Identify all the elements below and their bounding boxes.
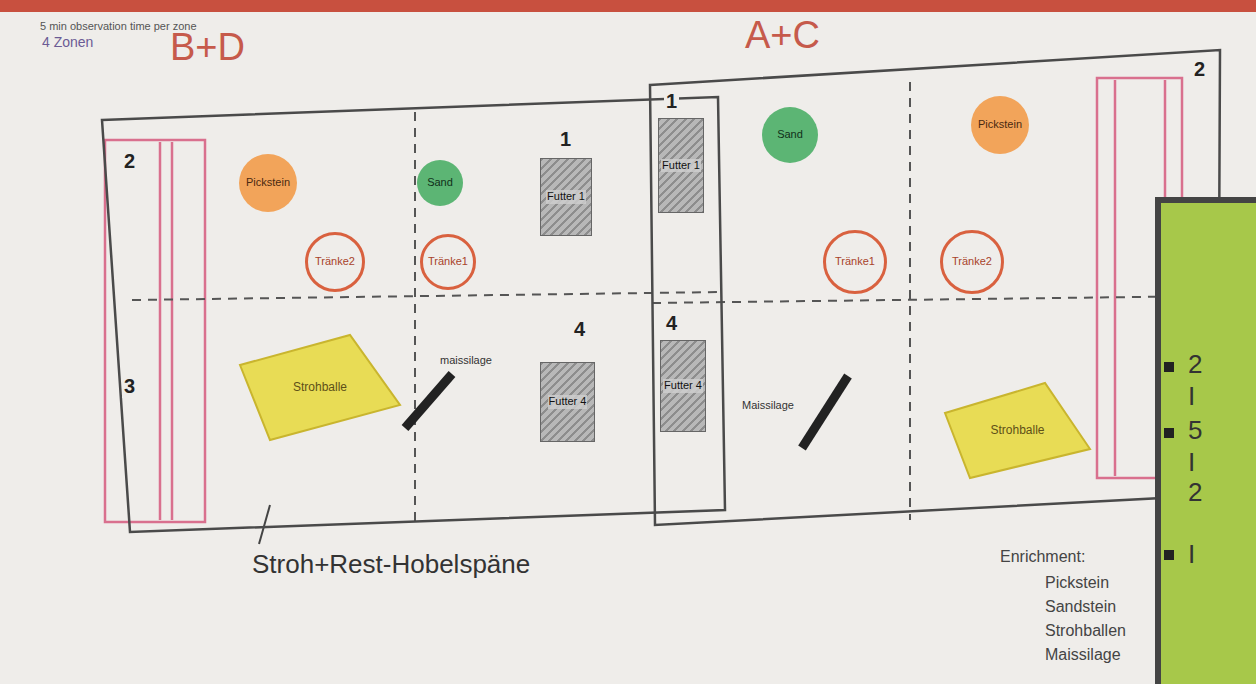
- round-station: Tränke2: [305, 232, 365, 292]
- pen-outline-shape: [648, 48, 1223, 528]
- station-label: Futter 1: [661, 159, 701, 172]
- silage-label: maissilage: [440, 354, 492, 367]
- station-label: Tränke2: [952, 255, 992, 268]
- station-label: Pickstein: [246, 176, 290, 189]
- zone-number: 2: [122, 150, 137, 173]
- station-label: Tränke2: [315, 255, 355, 268]
- enrichment-item: Pickstein: [1045, 574, 1109, 592]
- zone-divider: [132, 82, 1218, 526]
- label-holder: maissilage: [440, 350, 492, 368]
- round-station: Tränke1: [823, 230, 887, 294]
- zone-number: 2: [1192, 58, 1207, 81]
- enrichment-item: Strohballen: [1045, 622, 1126, 640]
- station-label: Futter 1: [546, 190, 586, 203]
- straw-bale: Strohballe: [945, 383, 1090, 478]
- straw-bale: Strohballe: [240, 335, 400, 440]
- label-holder: Maissilage: [742, 395, 794, 413]
- label-holder: 1: [558, 128, 573, 151]
- straw-bale-fill: [945, 383, 1090, 478]
- label-holder: Pickstein: [1045, 574, 1109, 592]
- silage-label: Maissilage: [742, 399, 794, 412]
- label-holder: 2: [122, 150, 137, 173]
- pen-outline: B+DPicksteinSandFutter 1Tränke2Tränke1St…: [100, 95, 727, 535]
- station-label: Strohballe: [293, 380, 347, 394]
- label-holder: 5: [1188, 416, 1202, 446]
- label-holder: 4: [572, 318, 587, 341]
- zone-count-note: 4 Zonen: [42, 34, 93, 50]
- maize-silage-bar: [405, 374, 848, 448]
- enrichment-item: Sandstein: [1045, 598, 1116, 616]
- zone-number: 4: [664, 312, 679, 335]
- label-holder: Sandstein: [1045, 598, 1116, 616]
- label-holder: Enrichment:: [1000, 548, 1085, 566]
- station-label: Strohballe: [990, 423, 1044, 437]
- zone-number: 3: [122, 375, 137, 398]
- feed-trough: Futter 4: [660, 340, 706, 432]
- round-station: Pickstein: [239, 154, 297, 212]
- panel-fragment: 5: [1188, 416, 1202, 446]
- feed-trough: Futter 1: [658, 118, 704, 213]
- panel-fragment: I: [1188, 382, 1195, 412]
- label-holder: 5 min observation time per zone: [40, 16, 197, 34]
- label-holder: 4: [664, 312, 679, 335]
- label-holder: 1: [664, 90, 679, 113]
- round-station: Tränke1: [420, 234, 476, 290]
- label-holder: 2: [1188, 478, 1202, 508]
- feed-trough: Futter 4: [540, 362, 595, 442]
- station-label: Sand: [777, 128, 803, 141]
- station-label: Tränke1: [428, 255, 468, 268]
- bedding-area: [105, 78, 1182, 522]
- pen-outline-line: [650, 50, 1220, 525]
- round-station: Sand: [762, 107, 818, 163]
- pen-outline-line: [102, 97, 725, 532]
- straw-bale-fill: [240, 335, 400, 440]
- label-holder: 3: [122, 375, 137, 398]
- zone-number: 1: [558, 128, 573, 151]
- pen-heading: B+D: [170, 27, 245, 69]
- label-holder: 2: [1192, 58, 1207, 81]
- panel-fragment: I: [1188, 448, 1195, 478]
- pen-heading: A+C: [745, 15, 820, 57]
- enrichment-heading: Enrichment:: [1000, 548, 1085, 566]
- zone-number: 1: [664, 90, 679, 113]
- round-station: Sand: [417, 160, 463, 206]
- bullet: [1164, 550, 1174, 560]
- green-panel: [1158, 200, 1256, 684]
- panel-fragment: I: [1188, 540, 1195, 570]
- top-bar: [0, 0, 1256, 12]
- station-label: Futter 4: [548, 395, 588, 408]
- station-label: Tränke1: [835, 255, 875, 268]
- round-station: Tränke2: [940, 230, 1004, 294]
- panel-fragment: 2: [1188, 478, 1202, 508]
- station-label: Sand: [427, 176, 453, 189]
- bedding-note: Stroh+Rest-Hobelspäne: [252, 550, 530, 580]
- pen-outline: A+CFutter 1SandPicksteinTränke1Tränke2Fu…: [648, 48, 1223, 528]
- bullet: [1164, 362, 1174, 372]
- round-station: Pickstein: [971, 96, 1029, 154]
- feed-trough: Futter 1: [540, 158, 592, 236]
- label-holder: Maissilage: [1045, 646, 1121, 664]
- panel-fragment: 2: [1188, 350, 1202, 380]
- label-holder: Strohballen: [1045, 622, 1126, 640]
- observation-note: 5 min observation time per zone: [40, 20, 197, 33]
- station-label: Futter 4: [663, 379, 703, 392]
- leader-line: [259, 505, 270, 544]
- pen-outline-shape: [100, 95, 727, 535]
- label-holder: I: [1188, 540, 1195, 570]
- station-label: Pickstein: [978, 118, 1022, 131]
- zone-number: 4: [572, 318, 587, 341]
- enrichment-item: Maissilage: [1045, 646, 1121, 664]
- label-holder: I: [1188, 448, 1195, 478]
- label-holder: Stroh+Rest-Hobelspäne: [252, 550, 530, 580]
- label-holder: I: [1188, 382, 1195, 412]
- label-holder: 4 Zonen: [42, 33, 93, 51]
- bullet: [1164, 428, 1174, 438]
- label-holder: 2: [1188, 350, 1202, 380]
